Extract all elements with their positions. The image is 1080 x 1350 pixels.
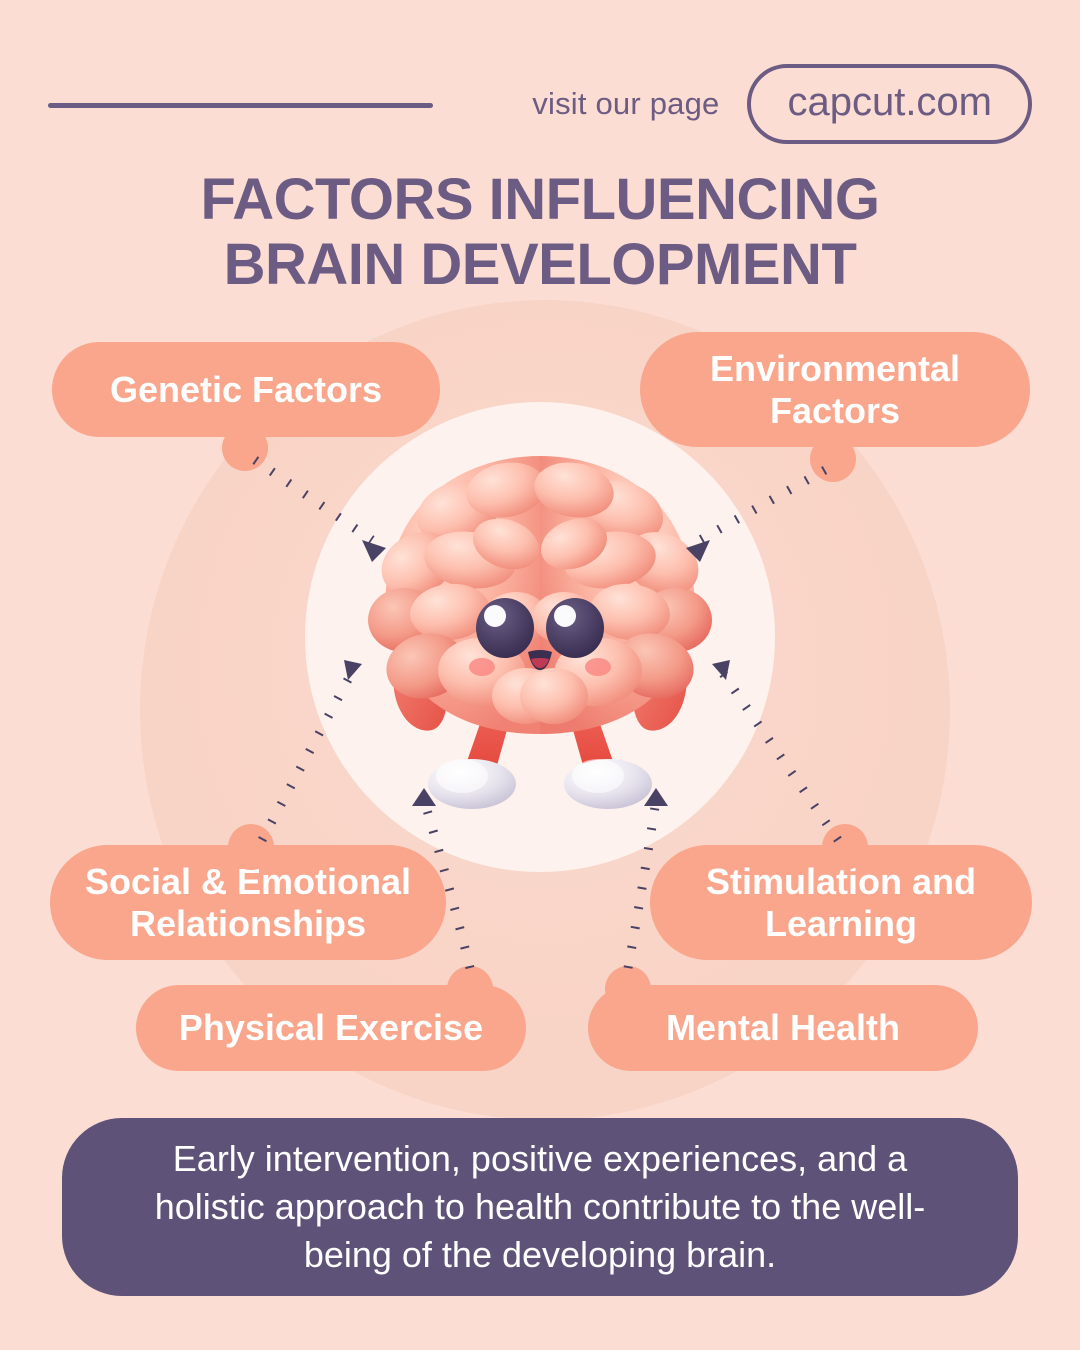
connector-knob-genetic — [222, 425, 268, 471]
connector-knob-mental — [605, 966, 651, 1012]
factor-pill-environmental-factors[interactable]: Environmental Factors — [640, 332, 1030, 447]
connector-knob-stimulation — [822, 824, 868, 870]
brain-shoes — [428, 759, 652, 809]
factor-label-environment-line-1: Environmental — [709, 348, 961, 390]
factor-pill-genetic-factors[interactable]: Genetic Factors — [52, 342, 440, 437]
header: visit our page capcut.com — [0, 58, 1080, 150]
factor-pill-mental-health[interactable]: Mental Health — [588, 985, 978, 1071]
factor-label-social: Social & Emotional Relationships — [85, 861, 411, 943]
capcut-site-badge[interactable]: capcut.com — [747, 64, 1032, 144]
factor-label-mental: Mental Health — [665, 1007, 901, 1049]
brain-character-illustration — [330, 440, 750, 840]
factor-label-genetic: Genetic Factors — [109, 368, 383, 410]
summary-note-text: Early intervention, positive experiences… — [154, 1138, 926, 1275]
page-title-line-1: FACTORS INFLUENCING — [200, 167, 881, 232]
factor-label-physical: Physical Exercise — [178, 1007, 484, 1049]
page-title-line-2: BRAIN DEVELOPMENT — [223, 231, 857, 297]
factor-label-environment: Environmental Factors — [710, 348, 960, 430]
connector-knob-environment — [810, 436, 856, 482]
factor-label-social-line-2: Relationships — [129, 902, 367, 944]
visit-our-page-label: visit our page — [532, 86, 720, 121]
connector-knob-physical — [447, 966, 493, 1012]
factor-label-stimulation: Stimulation and Learning — [706, 861, 976, 943]
factor-label-environment-line-2: Factors — [769, 389, 901, 431]
brain-gyri-right — [520, 462, 712, 724]
brain-gyri-left — [368, 462, 560, 724]
page-title: FACTORS INFLUENCING BRAIN DEVELOPMENT — [0, 167, 1080, 298]
header-rule-divider — [48, 103, 433, 108]
summary-note-banner: Early intervention, positive experiences… — [62, 1118, 1018, 1296]
brain-face — [469, 598, 611, 676]
connector-knob-social — [228, 824, 274, 870]
factor-label-stimulation-line-2: Learning — [764, 902, 917, 944]
